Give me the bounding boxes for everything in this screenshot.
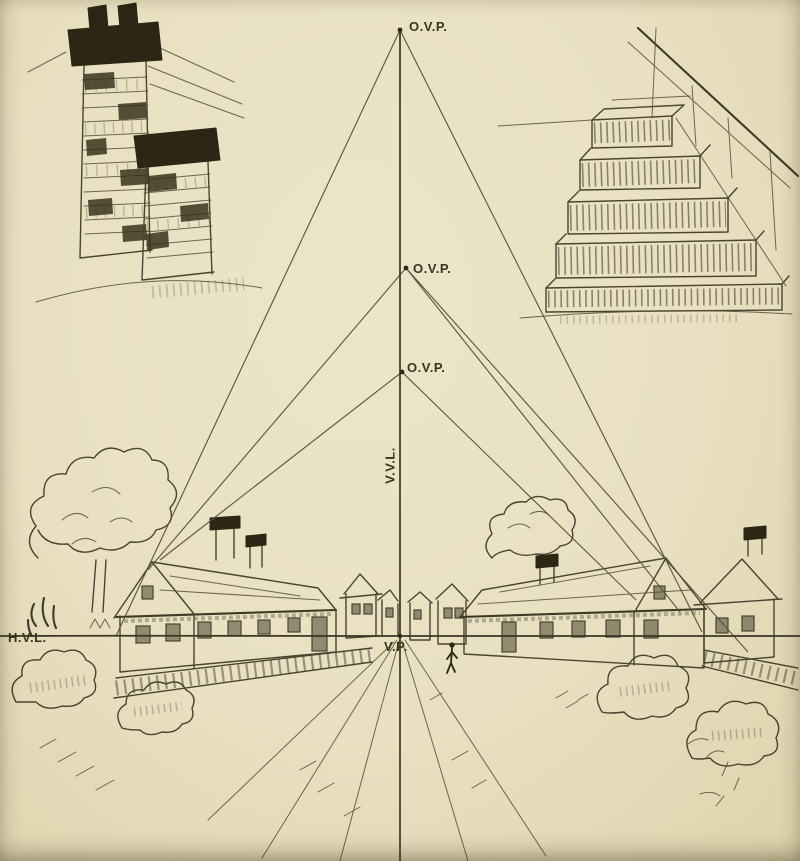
ovp-middle-label: O.V.P.	[413, 261, 452, 276]
chimney-sketch	[27, 2, 263, 303]
vertical-vanishing-line	[398, 29, 402, 861]
staircase-sketch	[497, 26, 800, 324]
street-scene-sketch	[11, 447, 800, 861]
right-trees-sketch	[485, 495, 780, 807]
left-tree-sketch	[28, 447, 178, 613]
ovp-lower-point	[399, 369, 405, 375]
ovp-lower-label: O.V.P.	[407, 360, 446, 375]
right-house-sketch	[458, 553, 708, 669]
pedestrian-figure	[446, 642, 458, 674]
ovp-top-label: O.V.P.	[409, 19, 448, 34]
vvl-label: V.V.L.	[382, 447, 398, 484]
left-house-sketch	[113, 515, 373, 699]
road-sketch	[207, 639, 547, 861]
vp-point	[397, 633, 403, 639]
hvl-label: H.V.L.	[8, 630, 47, 645]
distant-houses-sketch	[339, 573, 469, 645]
ovp-middle-point	[403, 265, 409, 271]
far-right-house-sketch	[693, 525, 800, 691]
ovp-top-point	[397, 27, 403, 33]
vanishing-axes	[0, 27, 800, 861]
vp-label: V.P.	[384, 639, 408, 654]
construction-lines	[115, 29, 749, 653]
left-bushes-sketch	[11, 596, 195, 791]
